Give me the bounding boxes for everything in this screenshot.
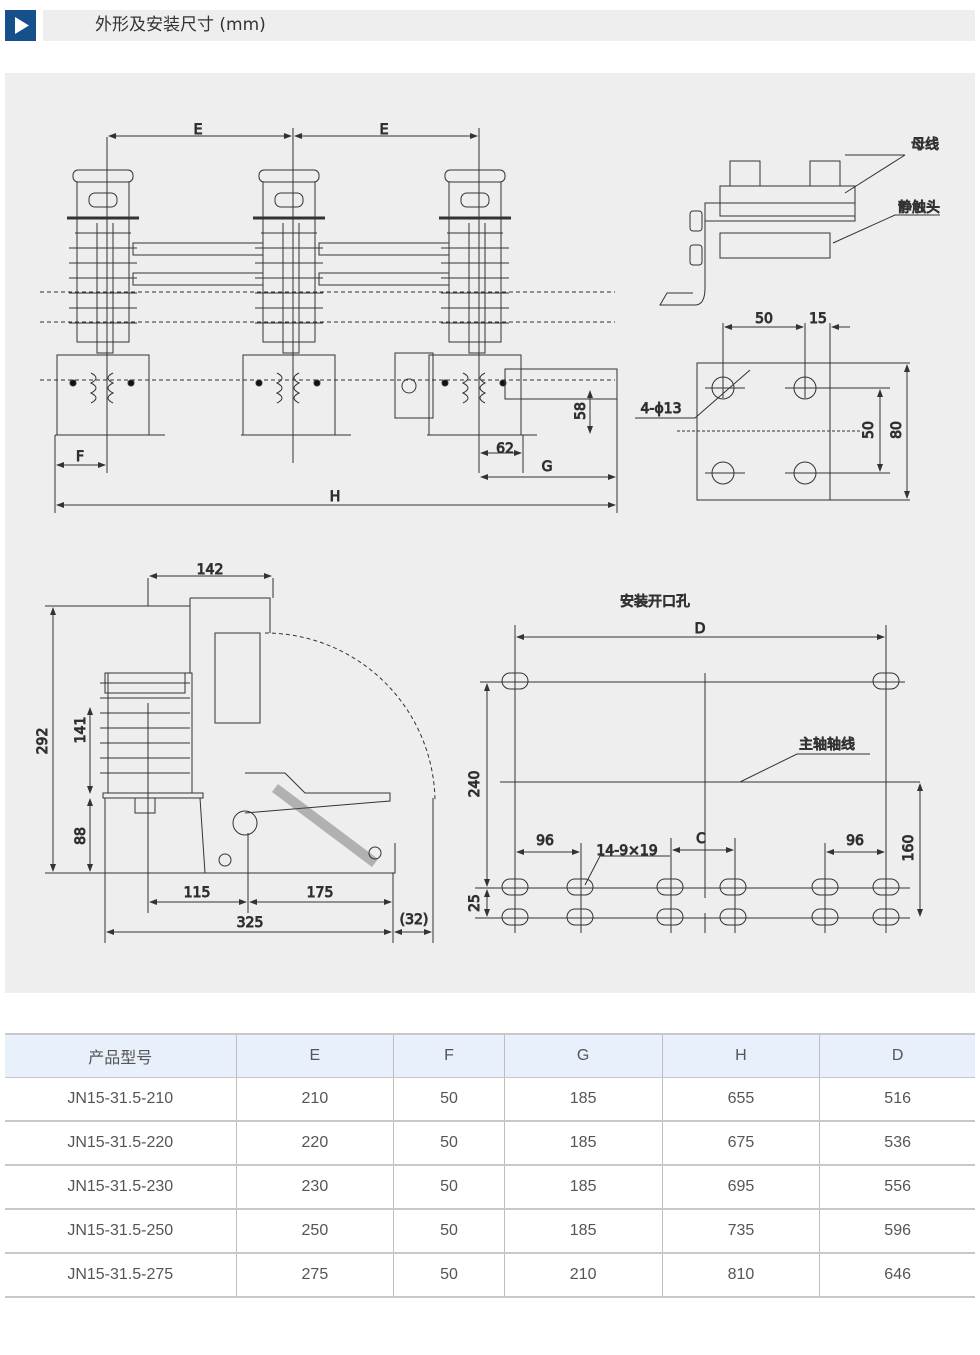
dim-325: 325 [237, 915, 264, 931]
cell-d: 516 [819, 1077, 975, 1122]
dim-c: C [696, 831, 706, 847]
header-model: 产品型号 [5, 1033, 236, 1078]
dim-25: 25 [467, 894, 483, 912]
cell-h: 655 [661, 1077, 820, 1122]
dim-115: 115 [184, 885, 211, 901]
header-d: D [819, 1033, 975, 1078]
technical-drawing: E E F 62 G H 58 母线 静触头 50 15 4-ϕ13 50 80 [5, 73, 975, 993]
dim-e1: E [194, 122, 203, 138]
cell-f: 50 [393, 1253, 505, 1298]
dim-e2: E [380, 122, 389, 138]
cell-d: 536 [819, 1121, 975, 1166]
dim-15: 15 [809, 311, 827, 327]
cell-d: 556 [819, 1165, 975, 1210]
cell-f: 50 [393, 1209, 505, 1254]
dim-58: 58 [573, 402, 589, 420]
dim-175: 175 [307, 885, 334, 901]
dim-80: 80 [889, 421, 905, 439]
title-bar: 外形及安装尺寸 (mm) [43, 10, 975, 41]
cell-d: 646 [819, 1253, 975, 1298]
label-slots: 14-9×19 [596, 843, 657, 859]
section-title: 外形及安装尺寸 (mm) [95, 15, 266, 35]
section-header: 外形及安装尺寸 (mm) [5, 10, 975, 41]
mounting-holes-view [475, 625, 923, 933]
dim-141: 141 [73, 717, 89, 744]
cell-f: 50 [393, 1121, 505, 1166]
dim-142: 142 [197, 562, 224, 578]
dim-g: G [542, 459, 553, 475]
contact-detail-view [635, 154, 940, 501]
dim-32: (32) [400, 912, 429, 928]
cell-h: 810 [661, 1253, 820, 1298]
cell-d: 596 [819, 1209, 975, 1254]
cell-f: 50 [393, 1077, 505, 1122]
label-static-contact: 静触头 [898, 200, 940, 216]
dim-62: 62 [496, 441, 514, 457]
cell-model: JN15-31.5-275 [5, 1253, 236, 1298]
label-main-axis: 主轴轴线 [799, 737, 855, 753]
cell-e: 210 [235, 1077, 394, 1122]
cell-h: 735 [661, 1209, 820, 1254]
header-e: E [235, 1033, 394, 1078]
play-triangle-icon [5, 10, 36, 41]
cell-g: 210 [503, 1253, 663, 1298]
dim-50-vertical: 50 [861, 421, 877, 439]
dim-96-left: 96 [536, 833, 554, 849]
cell-e: 220 [235, 1121, 394, 1166]
header-h: H [661, 1033, 820, 1078]
header-g: G [503, 1033, 663, 1078]
table-header-row: 产品型号 E F G H D [5, 1033, 975, 1078]
dim-292: 292 [35, 728, 51, 755]
cell-model: JN15-31.5-210 [5, 1077, 236, 1122]
cell-g: 185 [503, 1077, 663, 1122]
cell-g: 185 [503, 1209, 663, 1254]
dim-holes: 4-ϕ13 [640, 401, 681, 417]
dim-96-right: 96 [846, 833, 864, 849]
dim-d: D [695, 621, 706, 637]
cell-model: JN15-31.5-250 [5, 1209, 236, 1254]
dim-88: 88 [73, 827, 89, 845]
cell-model: JN15-31.5-230 [5, 1165, 236, 1210]
cell-h: 695 [661, 1165, 820, 1210]
cell-g: 185 [503, 1121, 663, 1166]
cell-h: 675 [661, 1121, 820, 1166]
dim-f: F [76, 449, 84, 465]
front-view [40, 128, 618, 513]
cell-e: 275 [235, 1253, 394, 1298]
dim-50-horizontal: 50 [755, 311, 773, 327]
header-f: F [393, 1033, 505, 1078]
dim-160: 160 [901, 835, 917, 862]
dim-240: 240 [467, 771, 483, 798]
cell-e: 250 [235, 1209, 394, 1254]
side-view [45, 573, 436, 943]
cell-g: 185 [503, 1165, 663, 1210]
cell-e: 230 [235, 1165, 394, 1210]
cell-model: JN15-31.5-220 [5, 1121, 236, 1166]
mounting-title: 安装开口孔 [620, 594, 690, 610]
label-busbar: 母线 [911, 137, 939, 153]
cell-f: 50 [393, 1165, 505, 1210]
dim-h: H [330, 489, 341, 505]
